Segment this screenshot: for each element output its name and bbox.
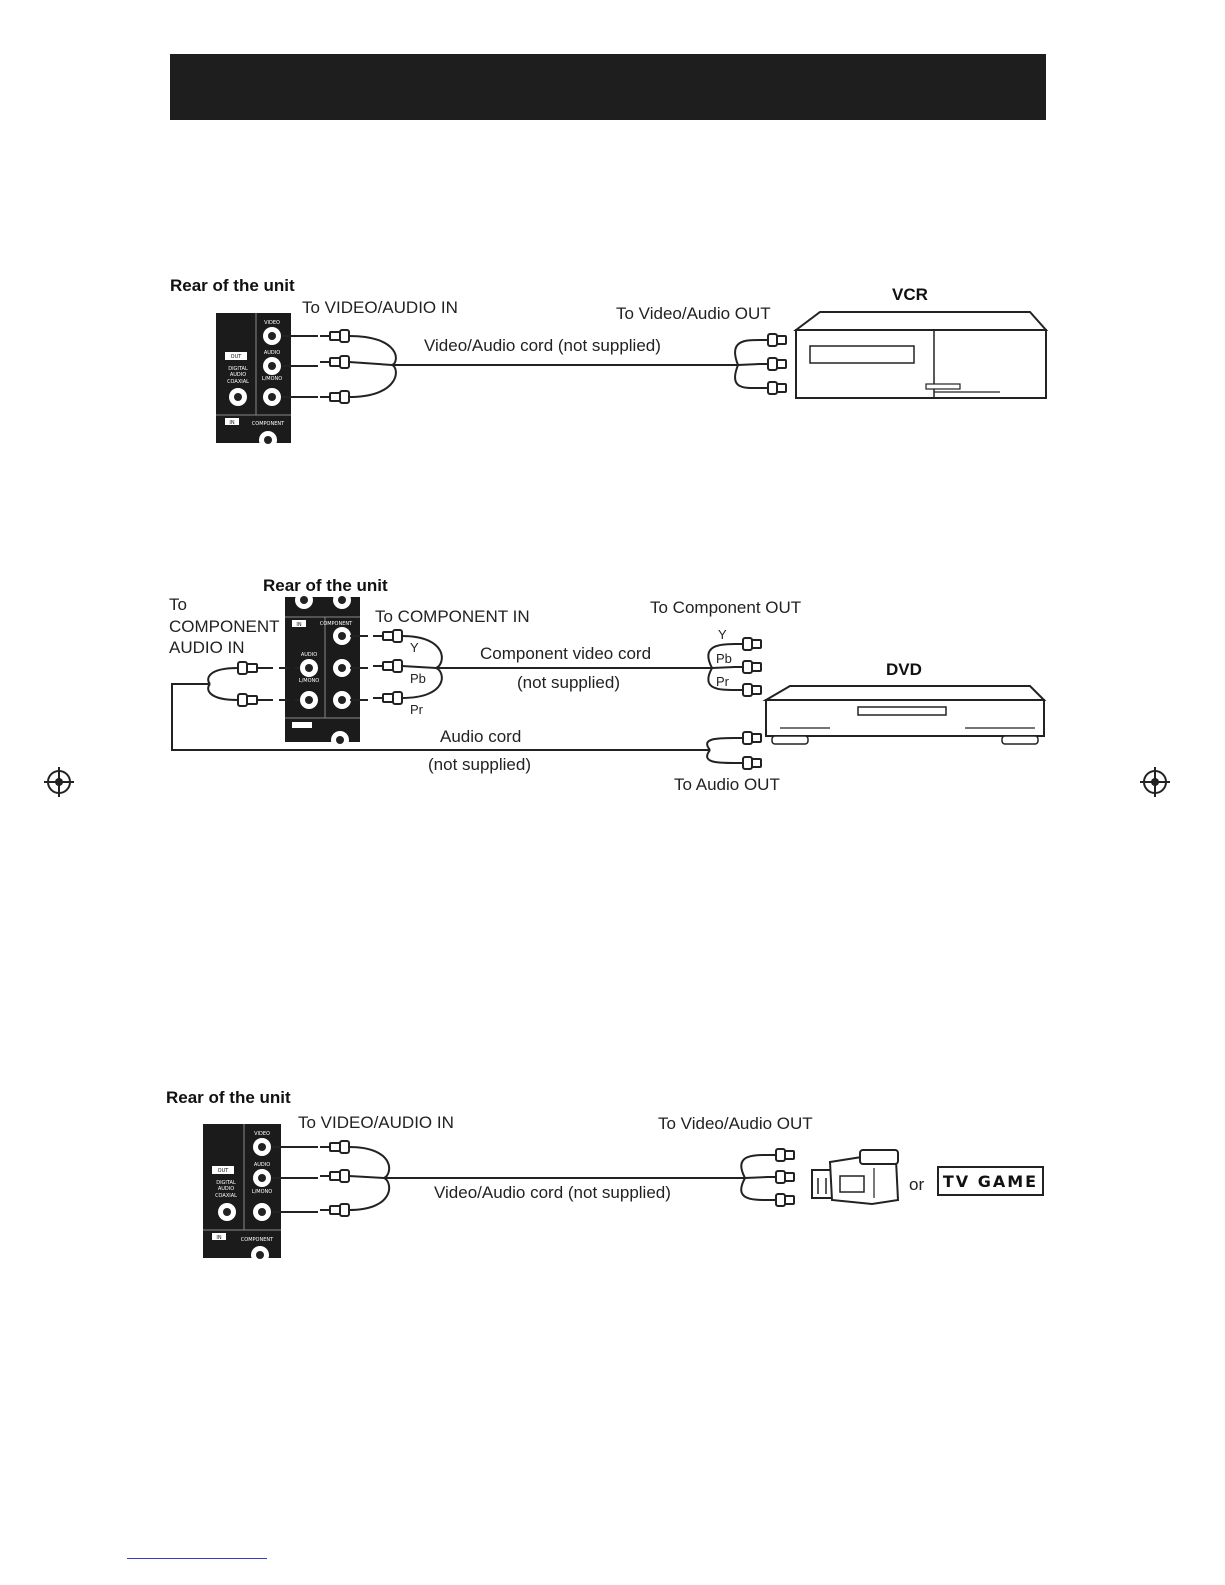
panel-in-text-cam: IN (216, 1235, 221, 1241)
panel-audio2-text-cam: AUDIO (218, 1186, 234, 1192)
panel-coaxial-text: COAXIAL (227, 379, 249, 385)
dvd-audio-in-label-1: To (169, 595, 187, 614)
panel-coaxial-text-cam: COAXIAL (215, 1193, 237, 1199)
registration-mark-left (44, 767, 74, 797)
tv-game-label: TV GAME (942, 1171, 1039, 1191)
dvd-audio-in-label-3: AUDIO IN (169, 638, 245, 657)
dvd-rear-label: Rear of the unit (263, 576, 388, 595)
rear-panel-dvd (285, 591, 360, 749)
footer-rule (127, 1558, 267, 1559)
dvd-audio-out-label: To Audio OUT (674, 775, 780, 794)
camcorder-diagram (203, 1124, 900, 1264)
tv-game-box: TV GAME (937, 1166, 1044, 1196)
panel-lmono-text-dvd: L/MONO (299, 678, 319, 684)
panel-lmono-text: L/MONO (262, 376, 282, 382)
registration-mark-right (1140, 767, 1170, 797)
panel-component-text-dvd: COMPONENT (320, 621, 353, 627)
panel-video-text-cam: VIDEO (254, 1131, 270, 1137)
dvd-audio-cord-label-2: (not supplied) (428, 755, 532, 774)
panel-audio-text-dvd: AUDIO (301, 652, 317, 658)
panel-in-text: IN (229, 420, 234, 426)
cam-or-label: or (909, 1175, 925, 1194)
panel-video-text: VIDEO (264, 320, 280, 326)
cam-out-label: To Video/Audio OUT (658, 1114, 813, 1133)
panel-out-text: OUT (231, 354, 243, 360)
vcr-device-label: VCR (892, 285, 928, 304)
dvd-pr-label-in: Pr (410, 702, 423, 717)
dvd-y-label-in: Y (410, 640, 419, 655)
vcr-cord-label: Video/Audio cord (not supplied) (424, 336, 661, 355)
panel-ant-text-dvd: ANT (297, 723, 308, 729)
dvd-y-label-out: Y (718, 627, 727, 642)
rear-panel-vcr (216, 313, 291, 449)
cam-cord-label: Video/Audio cord (not supplied) (434, 1183, 671, 1202)
panel-audio2-text: AUDIO (230, 372, 246, 378)
panel-out-text-cam: OUT (218, 1168, 230, 1174)
panel-lmono-text-cam: L/MONO (252, 1189, 272, 1195)
dvd-audio-in-label-2: COMPONENT (169, 617, 280, 636)
vcr-device (793, 311, 1049, 399)
header-bar (170, 54, 1046, 120)
cam-rear-label: Rear of the unit (166, 1088, 291, 1107)
dvd-pb-label-in: Pb (410, 671, 426, 686)
dvd-diagram (171, 591, 1047, 770)
dvd-component-cord-label-1: Component video cord (480, 644, 652, 663)
panel-audio-text-cam: AUDIO (254, 1162, 270, 1168)
dvd-pr-label-out: Pr (716, 674, 729, 689)
dvd-device (762, 685, 1047, 745)
dvd-audio-cord-label-1: Audio cord (440, 727, 522, 746)
panel-in-text-dvd: IN (296, 622, 301, 628)
dvd-device-label: DVD (886, 660, 922, 679)
vcr-diagram (216, 311, 1049, 449)
vcr-rear-label: Rear of the unit (170, 276, 295, 295)
vcr-in-label: To VIDEO/AUDIO IN (302, 298, 458, 317)
panel-component-text: COMPONENT (252, 421, 285, 427)
cam-in-label: To VIDEO/AUDIO IN (298, 1113, 454, 1132)
camcorder-icon (811, 1149, 900, 1206)
panel-component-text-cam: COMPONENT (241, 1237, 274, 1243)
dvd-component-in-label: To COMPONENT IN (375, 607, 530, 626)
dvd-component-cord-label-2: (not supplied) (517, 673, 621, 692)
panel-digital-text: DIGITAL (228, 366, 248, 372)
panel-digital-text-cam: DIGITAL (216, 1180, 236, 1186)
panel-audio-text: AUDIO (264, 350, 280, 356)
dvd-component-out-label: To Component OUT (650, 598, 802, 617)
rear-panel-camcorder (203, 1124, 281, 1264)
vcr-out-label: To Video/Audio OUT (616, 304, 771, 323)
dvd-pb-label-out: Pb (716, 651, 732, 666)
